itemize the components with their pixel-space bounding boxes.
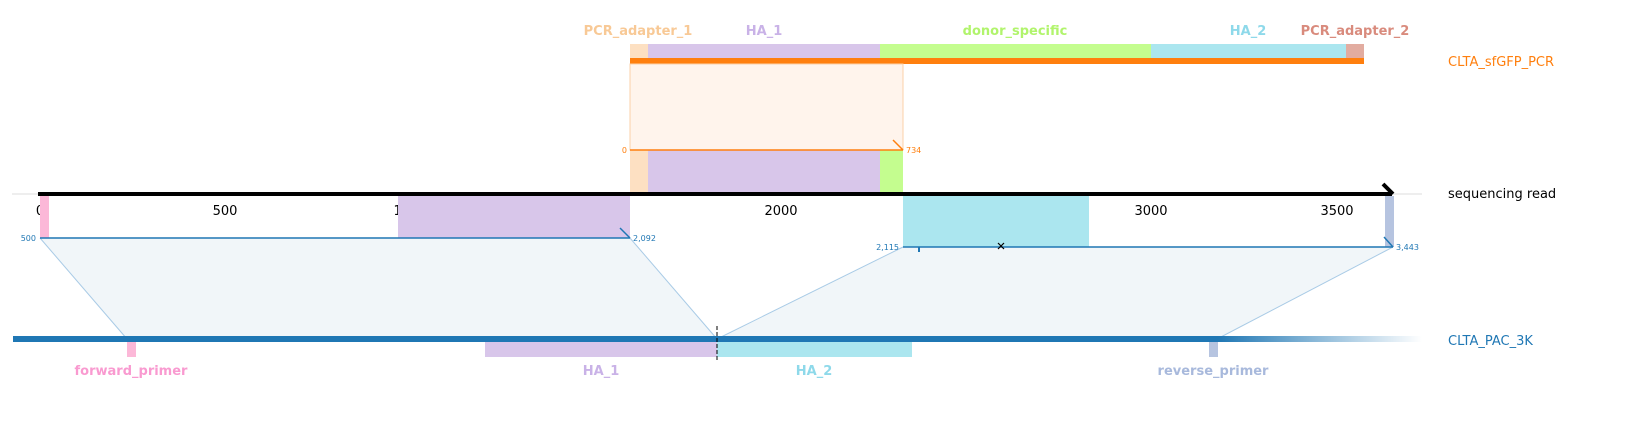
top-alignment-arrow	[892, 139, 904, 151]
left-alignment-shade	[40, 238, 717, 339]
track-name-bottom: CLTA_PAC_3K	[1448, 334, 1533, 349]
mapped-pcr-adapter-1	[630, 150, 648, 193]
feature-ha-2-bottom[interactable]	[717, 342, 912, 357]
top-align-start: 0	[622, 146, 627, 155]
read-reverse-primer-segment	[1385, 196, 1394, 247]
label-ha-2-top: HA_2	[1230, 24, 1267, 39]
tick-label: 2000	[764, 204, 797, 219]
tick-label: 500	[213, 204, 238, 219]
label-reverse-primer: reverse_primer	[1158, 364, 1270, 379]
feature-donor-specific-top[interactable]	[880, 44, 1151, 59]
bottom-track-fade	[1218, 336, 1422, 342]
axis-ticks: 0 500 1000 1500 2000 2500 3000 3500	[36, 204, 1354, 219]
mismatch-x-icon	[997, 242, 1005, 250]
track-name-top: CLTA_sfGFP_PCR	[1448, 55, 1554, 70]
left-link-start	[39, 237, 128, 340]
left-align-start: 500	[21, 234, 36, 243]
top-track-bar[interactable]	[630, 58, 1364, 64]
feature-pcr-adapter-2-top[interactable]	[1346, 44, 1364, 59]
middle-track: sequencing read 0 500 1000 1500 2000 250…	[12, 182, 1556, 247]
label-pcr-adapter-2: PCR_adapter_2	[1301, 24, 1410, 39]
label-ha-2-bottom: HA_2	[796, 364, 833, 379]
top-alignment: 0 734	[622, 63, 921, 193]
right-alignment-shade	[717, 247, 1393, 339]
right-alignment: 2,115 3,443	[716, 236, 1419, 340]
tick-label: 3500	[1320, 204, 1353, 219]
label-ha-1-bottom: HA_1	[583, 364, 620, 379]
top-alignment-shade	[629, 63, 904, 151]
read-ha-2-segment	[903, 196, 1089, 247]
label-ha-1-top: HA_1	[746, 24, 783, 39]
feature-ha-1-top[interactable]	[648, 44, 880, 59]
feature-reverse-primer-bottom[interactable]	[1209, 342, 1218, 357]
right-alignment-arrow	[1383, 236, 1394, 248]
bottom-track-bar[interactable]	[13, 336, 1218, 342]
top-track: PCR_adapter_1 HA_1 donor_specific HA_2 P…	[584, 24, 1554, 70]
feature-forward-primer-bottom[interactable]	[127, 342, 136, 357]
track-name-middle: sequencing read	[1448, 187, 1556, 202]
left-alignment: 500 2,092	[21, 227, 718, 340]
read-forward-primer-segment	[40, 196, 49, 238]
label-pcr-adapter-1: PCR_adapter_1	[584, 24, 693, 39]
top-align-end: 734	[906, 146, 921, 155]
read-ha-1-segment	[398, 196, 630, 238]
right-link-start	[716, 246, 904, 340]
label-donor-specific: donor_specific	[963, 24, 1068, 39]
label-forward-primer: forward_primer	[75, 364, 189, 379]
mapped-donor-specific	[880, 150, 903, 193]
right-align-end: 3,443	[1396, 243, 1419, 252]
left-link-end	[629, 237, 718, 340]
right-align-start: 2,115	[876, 243, 899, 252]
mapped-ha-1	[648, 150, 880, 193]
axis-arrow-head	[1381, 182, 1395, 196]
left-alignment-arrow	[619, 227, 631, 239]
tick-label: 3000	[1134, 204, 1167, 219]
bottom-track: forward_primer HA_1 HA_2 reverse_primer …	[13, 326, 1533, 379]
left-align-end: 2,092	[633, 234, 656, 243]
feature-ha-2-top[interactable]	[1151, 44, 1346, 59]
feature-ha-1-bottom[interactable]	[485, 342, 717, 357]
right-link-end	[1216, 246, 1394, 340]
feature-pcr-adapter-1-top[interactable]	[630, 44, 648, 59]
